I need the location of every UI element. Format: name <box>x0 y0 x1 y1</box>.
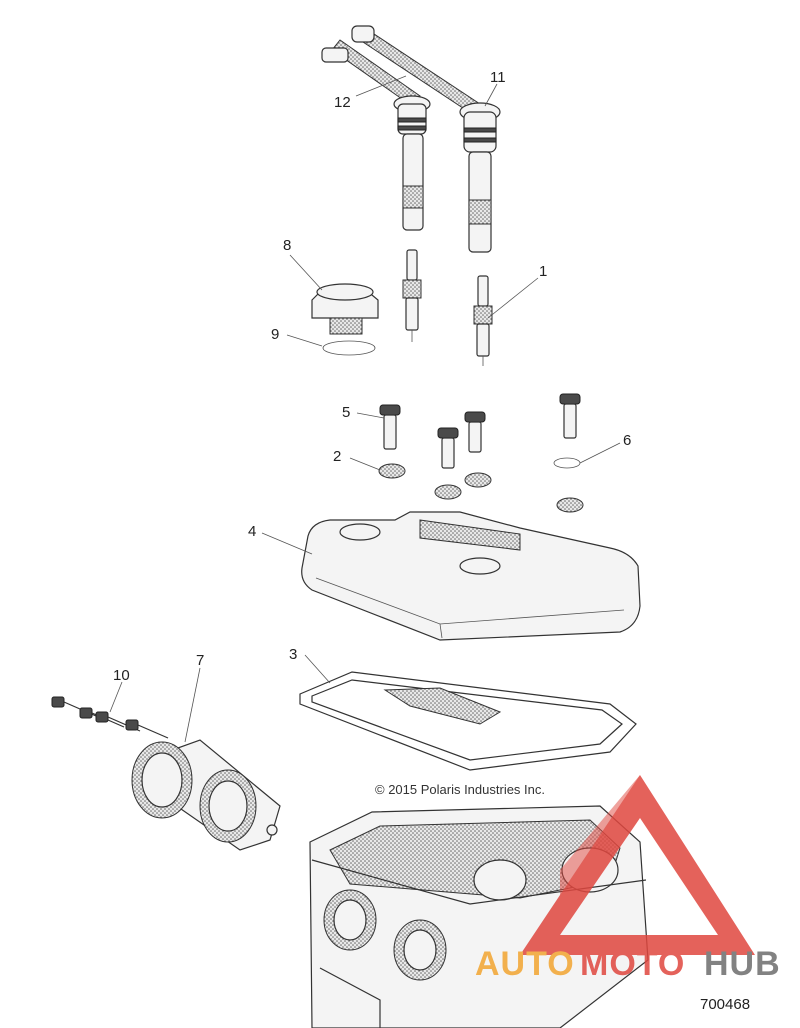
callout-10: 10 <box>113 667 130 684</box>
valve-cover <box>301 511 641 641</box>
callout-7: 7 <box>196 652 204 669</box>
callout-8: 8 <box>283 237 291 254</box>
cylinder-head <box>309 805 649 1028</box>
watermark-word-auto: AUTO <box>475 945 575 983</box>
callout-6: 6 <box>623 432 631 449</box>
callout-4: 4 <box>248 523 256 540</box>
cover-bolts <box>379 393 581 469</box>
callout-9: 9 <box>271 326 279 343</box>
callout-1: 1 <box>539 263 547 280</box>
diagram-part-number: 700468 <box>700 996 750 1013</box>
callout-2: 2 <box>333 448 341 465</box>
watermark-triangle-icon <box>520 775 755 955</box>
ignition-coil-right <box>351 25 501 253</box>
intake-bolts <box>51 696 169 739</box>
spark-plug-right <box>473 275 493 366</box>
watermark-word-moto: MOTO <box>580 945 685 983</box>
watermark-word-hub: HUB <box>704 945 781 983</box>
callout-11: 11 <box>490 69 506 86</box>
ignition-coil-left <box>321 39 431 231</box>
automotohub-watermark: AUTO MOTO HUB <box>475 775 781 983</box>
intake-boots <box>131 739 281 851</box>
grommets <box>378 463 584 513</box>
copyright-notice: © 2015 Polaris Industries Inc. <box>375 782 545 797</box>
oil-fill-cap <box>311 283 379 335</box>
callout-labels: 1 2 3 4 5 6 7 8 9 10 11 12 <box>113 69 631 684</box>
callout-12: 12 <box>334 94 351 111</box>
washer <box>553 457 581 469</box>
o-ring <box>322 340 376 356</box>
callout-3: 3 <box>289 646 297 663</box>
spark-plug-left <box>402 249 422 342</box>
leader-lines <box>109 75 621 743</box>
callout-5: 5 <box>342 404 350 421</box>
valve-cover-gasket <box>299 671 637 771</box>
